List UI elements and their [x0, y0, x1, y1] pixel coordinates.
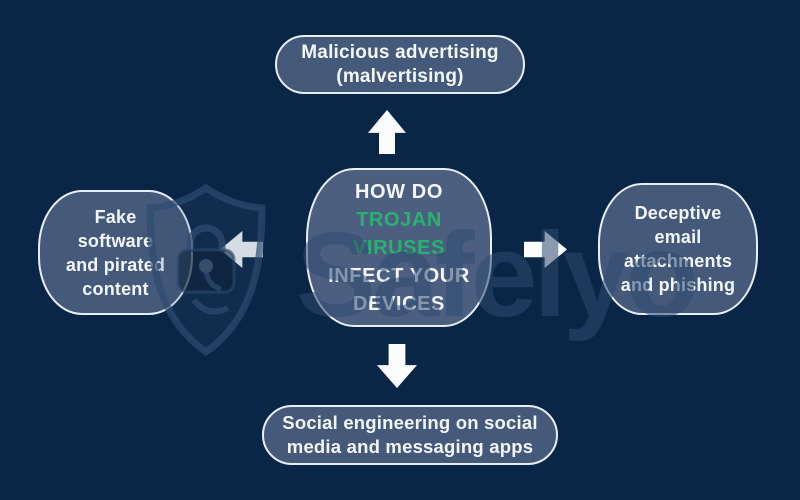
node-label-line: media and messaging apps: [286, 436, 534, 457]
node-label-line: Social engineering on social: [282, 412, 538, 433]
node-malicious-advertising: Malicious advertising (malvertising): [275, 35, 525, 94]
center-title-node: HOW DO TROJAN VIRUSES INFECT YOUR DEVICE…: [306, 168, 492, 327]
node-label-line: attachments: [623, 251, 733, 271]
arrow-right-icon: [524, 231, 567, 268]
title-line: INFECT YOUR: [328, 264, 470, 287]
node-label-line: software: [77, 230, 154, 251]
node-social-engineering: Social engineering on social media and m…: [262, 405, 558, 465]
node-label-line: (malvertising): [336, 65, 464, 87]
arrow-left-icon: [220, 231, 263, 268]
node-label-line: Malicious advertising: [301, 41, 499, 63]
title-line-accent: TROJAN: [356, 208, 442, 231]
node-label-line: and phishing: [620, 275, 736, 295]
node-label-line: Deceptive: [634, 203, 722, 223]
arrow-down-icon: [377, 344, 417, 388]
node-label-line: content: [82, 278, 149, 299]
title-line: DEVICES: [352, 292, 445, 315]
node-label-line: email: [654, 227, 702, 247]
node-label-line: Fake: [94, 206, 137, 227]
node-label-line: and pirated: [65, 254, 166, 275]
title-line: HOW DO: [354, 180, 444, 203]
arrow-up-icon: [368, 110, 406, 154]
node-fake-software: Fake software and pirated content: [38, 190, 193, 315]
title-line-accent: VIRUSES: [352, 236, 445, 259]
node-deceptive-email: Deceptive email attachments and phishing: [598, 183, 758, 315]
